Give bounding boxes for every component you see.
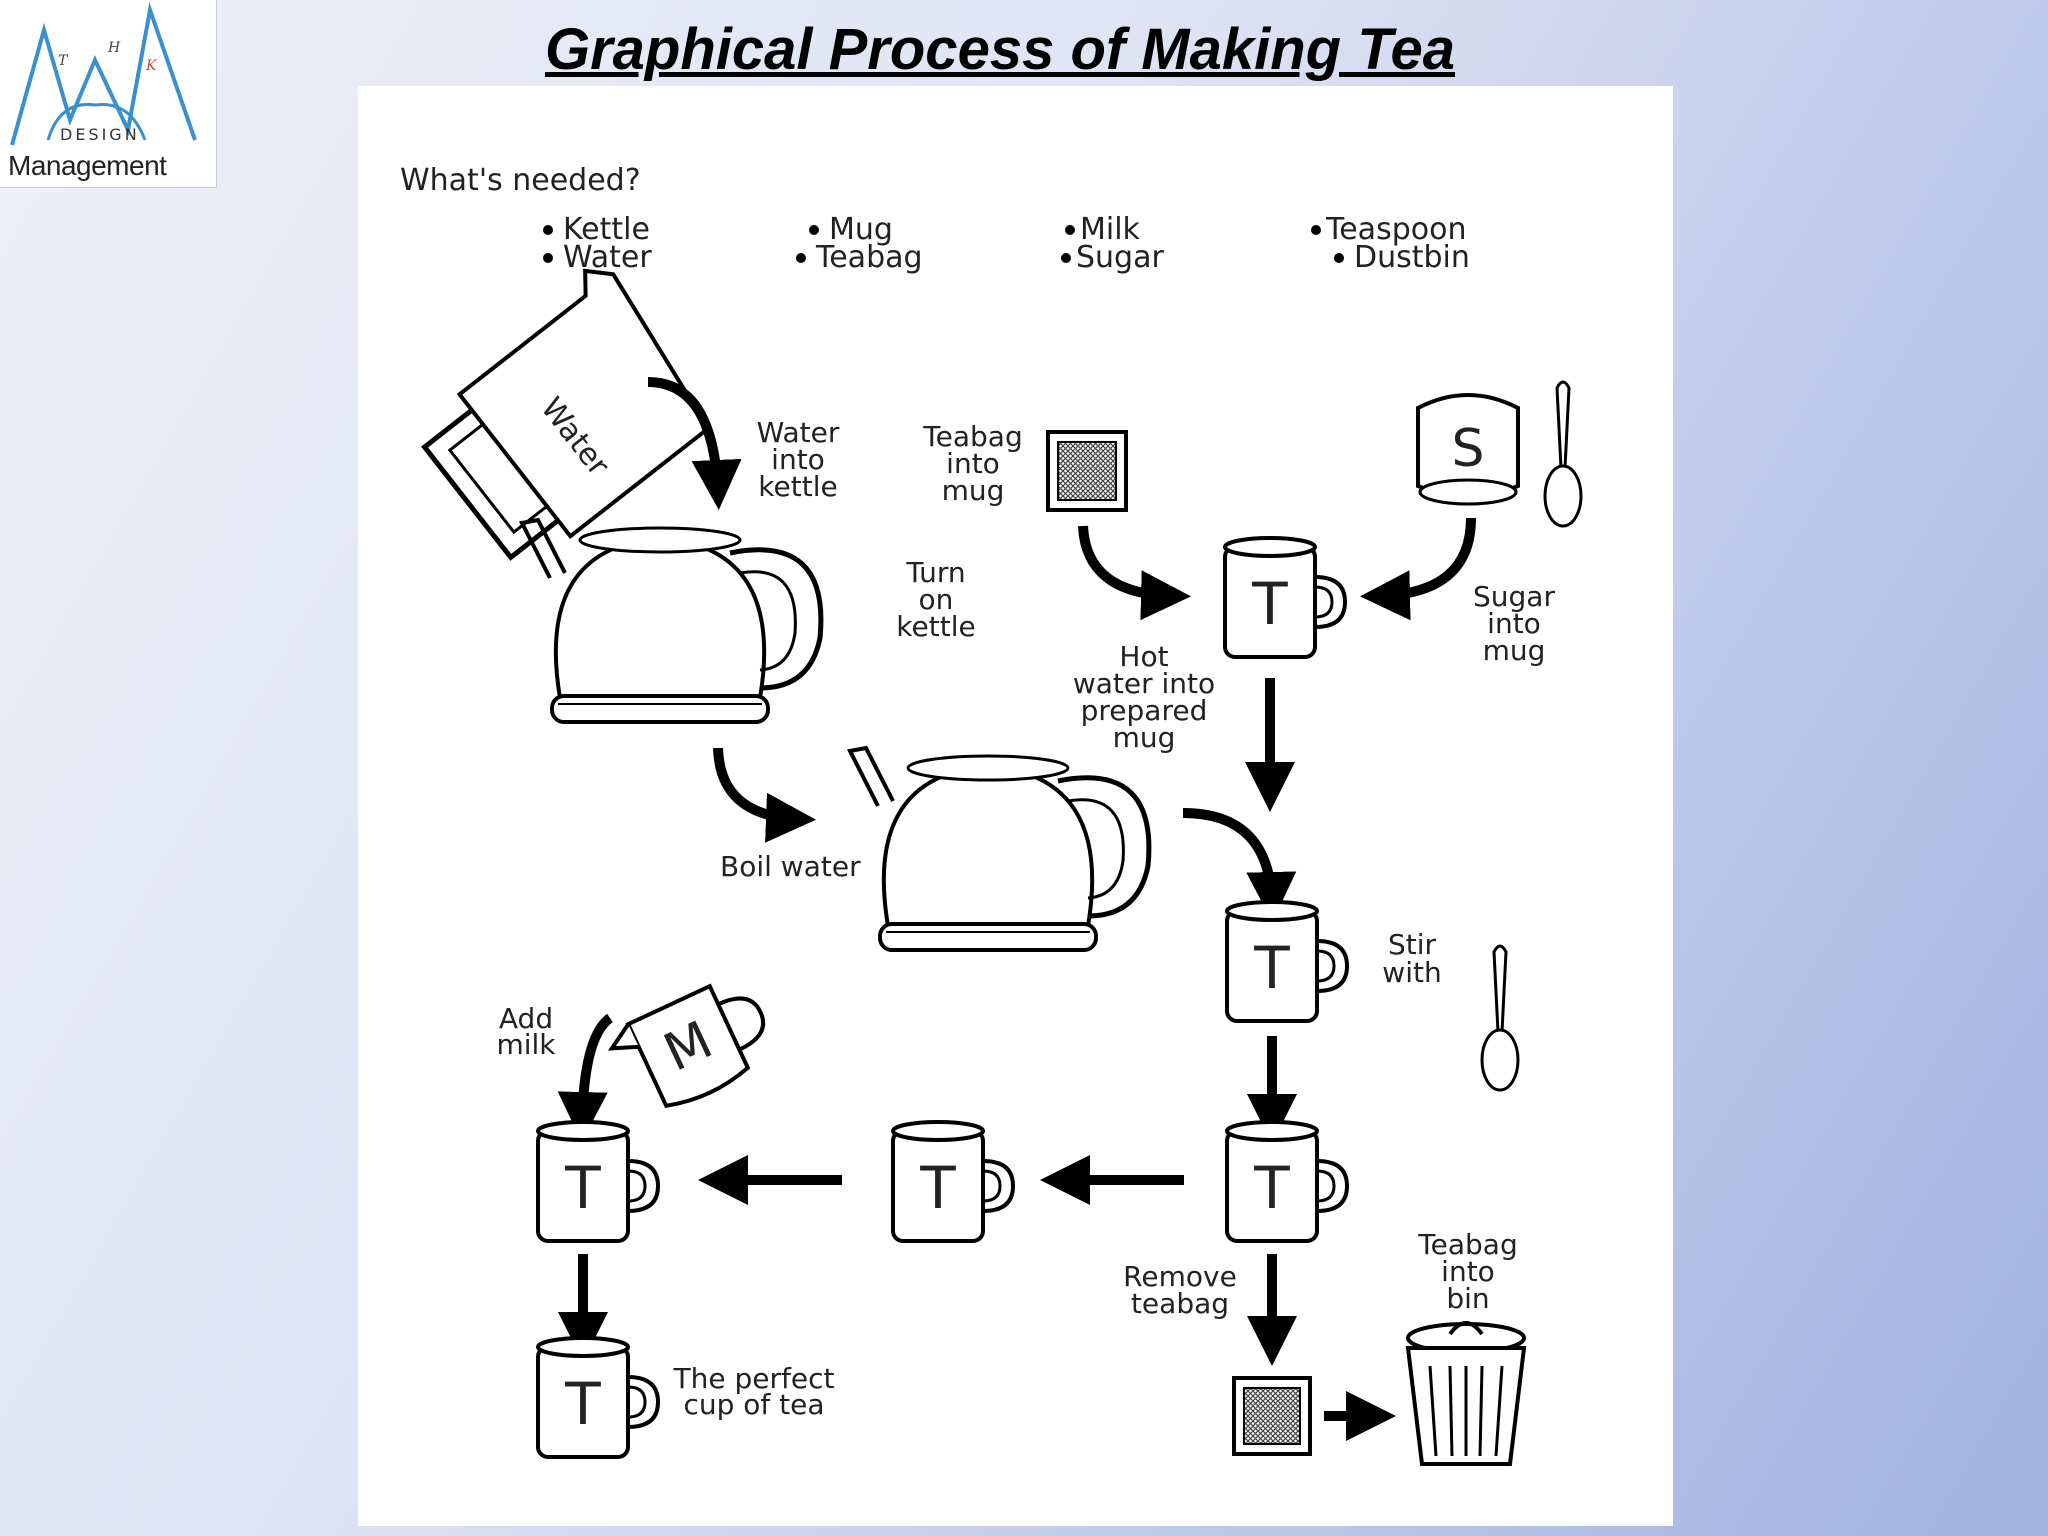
svg-text:The perfect: The perfect [673,1362,835,1395]
svg-text:mug: mug [1113,721,1176,754]
step-turn-on-kettle: Turn on kettle [896,556,975,643]
svg-text:prepared: prepared [1081,694,1208,727]
boiled-kettle-icon [850,748,1149,950]
svg-text:Remove: Remove [1123,1260,1237,1293]
teaspoon-icon [1543,380,1583,528]
step-remove-teabag: Remove teabag [1123,1260,1237,1320]
svg-text:on: on [919,583,954,616]
svg-text:Hot: Hot [1119,640,1168,673]
svg-text:Sugar: Sugar [1473,580,1555,613]
svg-text:T: T [1253,934,1290,1002]
stir-spoon-icon [1480,944,1520,1092]
step-teabag-into-bin: Teabag into bin [1417,1228,1517,1315]
needed-item-kettle: Kettle [563,212,650,247]
svg-text:bin: bin [1446,1282,1489,1315]
perfect-cup-icon: T [536,1336,660,1459]
svg-text:Teabag: Teabag [1417,1228,1517,1261]
sugar-letter: S [1451,419,1484,479]
step-teabag-into-mug: Teabag into mug [922,420,1022,507]
teabag-icon [1046,430,1128,512]
company-logo: T H K DESIGN Management [0,0,217,188]
logo-letter-h: H [107,40,121,56]
svg-text:T: T [564,1370,601,1438]
logo-mark-icon: T H K DESIGN [10,2,197,146]
svg-text:water into: water into [1073,667,1215,700]
step-boil-water: Boil water [720,850,861,883]
svg-text:into: into [946,447,1000,480]
milk-jug-icon: M [607,983,766,1109]
needed-item-teaspoon: Teaspoon [1325,212,1466,247]
svg-text:cup of tea: cup of tea [683,1388,824,1421]
tea-process-diagram: What's needed? Kettle Water Mug Teabag M… [400,163,1583,1466]
used-teabag-icon [1232,1376,1312,1456]
needed-item-teabag: Teabag [815,240,923,275]
step-water-into-kettle: Water into kettle [757,416,840,503]
needed-item-dustbin: Dustbin [1354,240,1470,275]
svg-text:Teabag: Teabag [922,420,1022,453]
svg-text:T: T [919,1154,956,1222]
needed-list: Kettle Water Mug Teabag Milk Sugar Teasp… [543,212,1470,275]
needed-heading: What's needed? [400,163,641,198]
needed-item-mug: Mug [829,212,893,247]
kettle-icon [522,520,821,722]
svg-text:teabag: teabag [1131,1287,1229,1320]
svg-text:T: T [1253,1154,1290,1222]
svg-text:Stir: Stir [1388,928,1437,961]
svg-text:kettle: kettle [758,470,837,503]
stir-mug-icon: T [1225,900,1349,1023]
svg-text:with: with [1382,956,1441,989]
needed-item-sugar: Sugar [1076,240,1164,275]
step-perfect-cup: The perfect cup of tea [673,1362,835,1421]
dustbin-icon [1405,1321,1527,1466]
svg-text:into: into [771,443,825,476]
step-hot-water: Hot water into prepared mug [1073,640,1215,754]
svg-text:mug: mug [942,474,1005,507]
logo-letter-t: T [58,53,69,69]
svg-text:into: into [1487,607,1541,640]
step-sugar-into-mug: Sugar into mug [1473,580,1555,667]
svg-text:Water: Water [757,416,840,449]
svg-text:T: T [1251,570,1288,638]
step-stir-with: Stir with [1382,928,1441,989]
water-jug-icon: Water [421,268,711,561]
needed-item-milk: Milk [1080,212,1141,247]
svg-text:milk: milk [496,1028,556,1061]
step-add-milk: Add milk [496,1002,556,1061]
logo-design-text: DESIGN [60,125,140,144]
prepared-mug-icon: T [1223,536,1347,659]
milk-tea-mug-icon: T [536,1120,660,1243]
page-title: Graphical Process of Making Tea [544,17,1456,82]
sugar-jar-icon: S [1416,393,1520,506]
logo-letter-k: K [145,58,158,74]
svg-text:Turn: Turn [905,556,965,589]
svg-text:T: T [564,1154,601,1222]
diagram-panel: What's needed? Kettle Water Mug Teabag M… [358,86,1673,1526]
svg-text:Add: Add [499,1002,553,1035]
stirred-mug-icon: T [1225,1120,1349,1243]
logo-caption: Management [8,150,167,181]
svg-text:kettle: kettle [896,610,975,643]
svg-text:mug: mug [1483,634,1546,667]
needed-item-water: Water [563,240,652,275]
svg-text:into: into [1441,1255,1495,1288]
tea-mug-icon: T [891,1120,1015,1243]
